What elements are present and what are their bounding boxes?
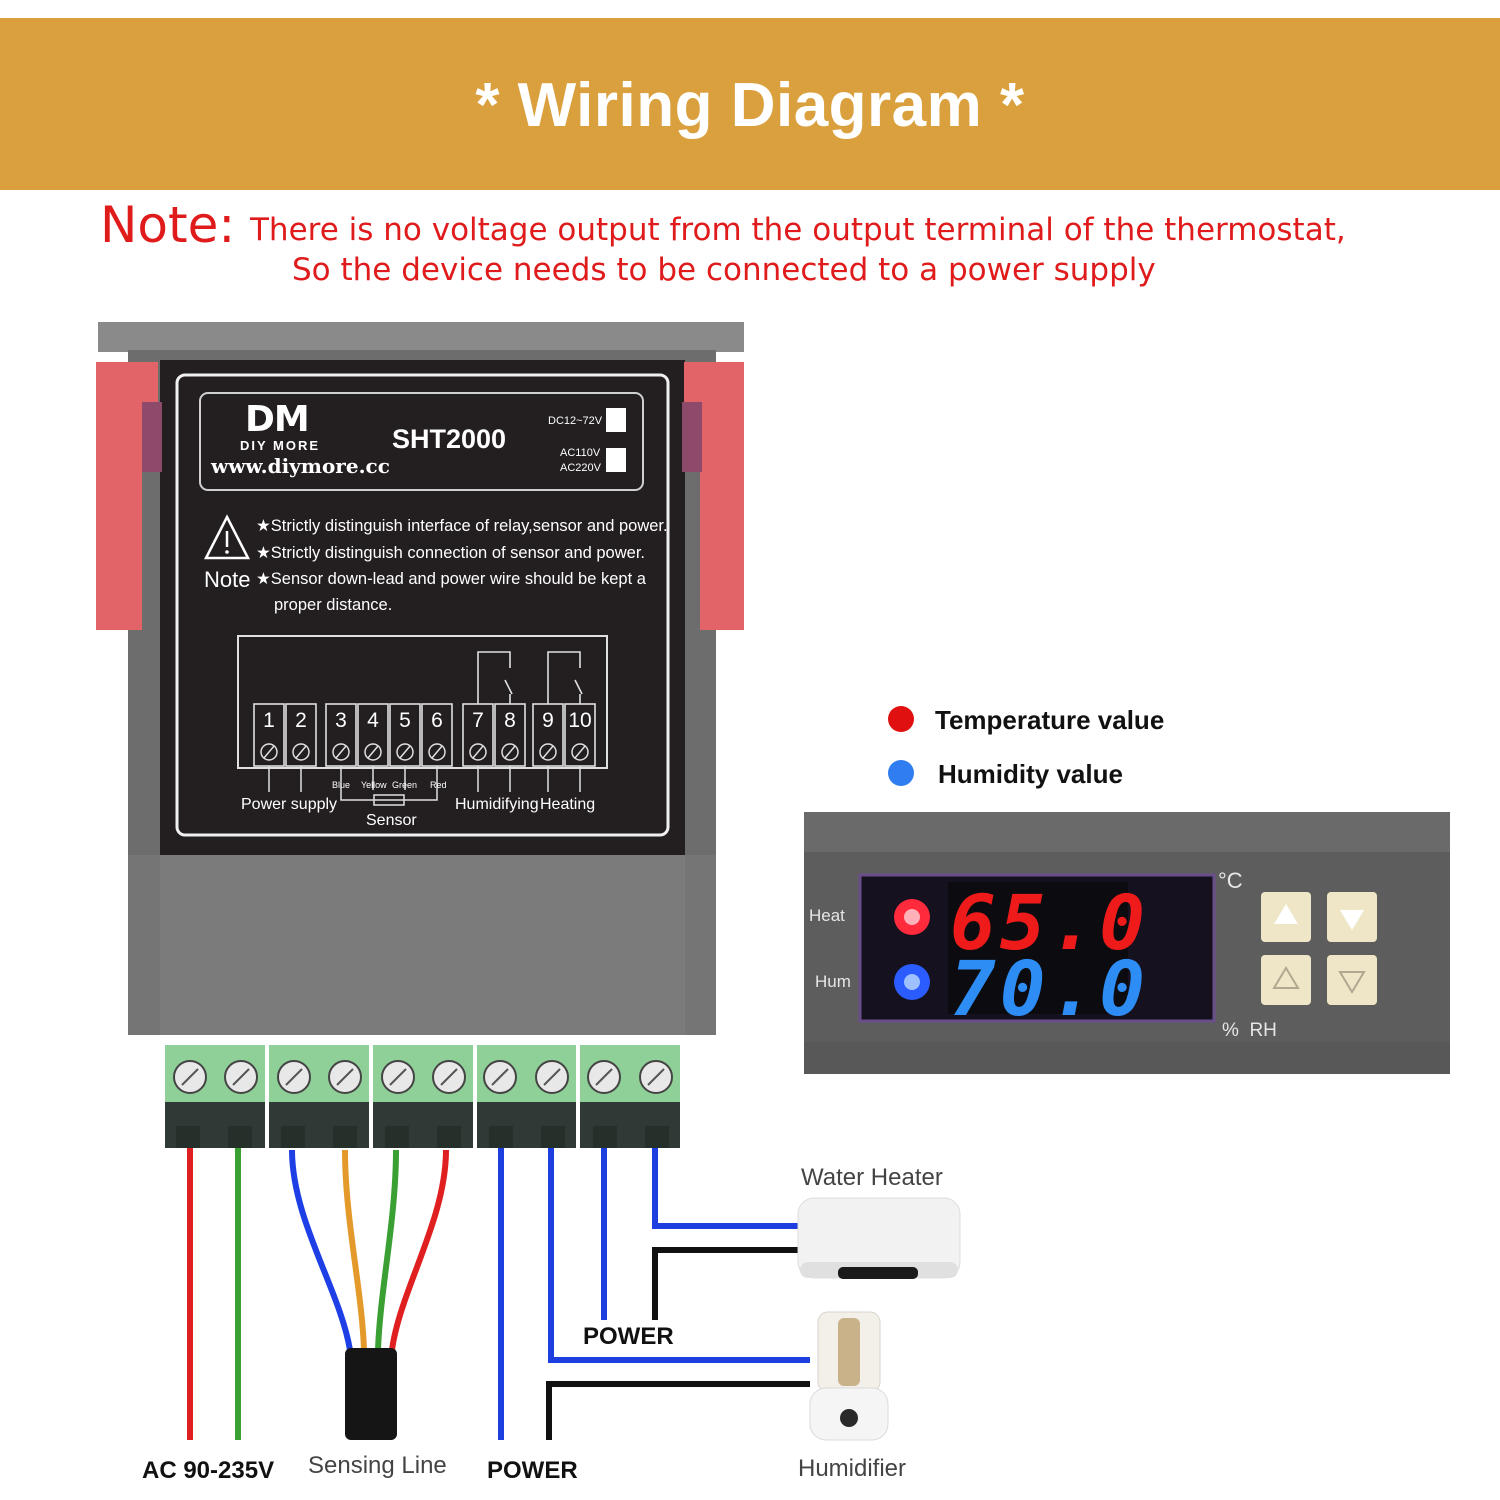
wire-color-label: Blue (332, 780, 351, 790)
warning-line: ★Strictly distinguish interface of relay… (256, 517, 668, 535)
terminal-number: 7 (472, 709, 484, 732)
wire-color-label: Yellow (361, 780, 387, 790)
terminal-blocks (165, 1045, 680, 1148)
legend-humidity: Humidity value (938, 759, 1123, 789)
brand-logo: DM (245, 399, 310, 440)
warning-line: proper distance. (274, 596, 393, 614)
note-label: Note: (100, 196, 236, 254)
brand-url: www.diymore.cc (211, 454, 390, 478)
voltage-option-ac110: AC110V (560, 447, 601, 459)
note-line-2: So the device needs to be connected to a… (292, 252, 1156, 288)
terminal-number: 10 (568, 709, 592, 732)
wire-color-label: Green (392, 780, 418, 790)
hum-label: Hum (815, 972, 851, 991)
power-label-mid: POWER (583, 1323, 674, 1350)
header-banner (0, 18, 1500, 190)
heat-label: Heat (809, 906, 845, 925)
group-power-supply: Power supply (241, 796, 338, 813)
terminal-number: 1 (263, 709, 275, 732)
rh-unit: % RH (1222, 1020, 1277, 1041)
warning-line: ★Sensor down-lead and power wire should … (256, 570, 646, 588)
terminal-number: 5 (399, 709, 411, 732)
water-heater-image (797, 1197, 961, 1279)
group-heating: Heating (540, 796, 596, 813)
temperature-readout: 65.0 (950, 878, 1150, 967)
terminal-number: 3 (335, 709, 347, 732)
legend-temperature: Temperature value (935, 705, 1165, 735)
group-humidifying: Humidifying (455, 796, 539, 813)
model-name: SHT2000 (392, 424, 507, 454)
header-title: * Wiring Diagram * (475, 71, 1025, 140)
ac-voltage-label: AC 90-235V (142, 1457, 275, 1484)
sensing-line-label: Sensing Line (308, 1452, 447, 1479)
panel-note-word: Note (204, 567, 251, 592)
display-unit (804, 812, 1450, 1074)
terminal-number: 9 (542, 709, 554, 732)
brand-name: DIY MORE (240, 438, 321, 453)
wire-color-label: Red (430, 780, 447, 790)
terminal-number: 2 (295, 709, 307, 732)
voltage-option-dc: DC12~72V (548, 415, 603, 427)
group-sensor: Sensor (366, 812, 417, 829)
terminal-number: 6 (431, 709, 443, 732)
humidity-readout: 70.0 (950, 944, 1150, 1033)
voltage-option-ac220: AC220V (560, 462, 601, 474)
terminal-number: 4 (367, 709, 379, 732)
celsius-unit: °C (1218, 868, 1243, 893)
water-heater-label: Water Heater (801, 1164, 943, 1191)
power-label-bottom: POWER (487, 1457, 578, 1484)
warning-line: ★Strictly distinguish connection of sens… (256, 544, 645, 562)
note-line-1: There is no voltage output from the outp… (250, 212, 1346, 248)
terminal-number: 8 (504, 709, 516, 732)
humidifier-label: Humidifier (798, 1455, 907, 1482)
humidifier-image (809, 1311, 889, 1441)
